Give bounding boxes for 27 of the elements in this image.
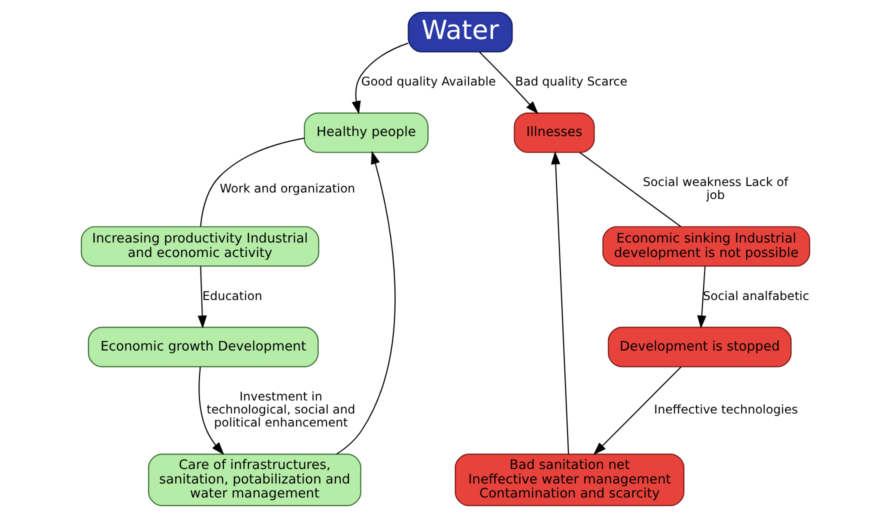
edge-label: Social analfabetic: [702, 288, 810, 303]
arrow: [352, 42, 408, 114]
arrow: [697, 266, 706, 329]
node-box: Bad sanitation net Ineffective water management Contamination and scarcity: [454, 454, 684, 506]
arrow: [336, 150, 396, 454]
node-box: Water: [408, 12, 513, 52]
connector: [200, 138, 304, 227]
connector: [579, 152, 682, 228]
node-box: Healthy people: [304, 112, 429, 153]
node-box: Increasing productivity Industrial and economic activity: [80, 226, 320, 267]
arrow: [593, 366, 682, 455]
node-box: Care of infrastructures, sanitation, potabilization and water management: [148, 454, 362, 506]
node-box: Economic growth Development: [88, 326, 319, 368]
edge-label: Education: [202, 288, 262, 303]
edge-label: Ineffective technologies: [654, 402, 798, 417]
arrow: [198, 366, 224, 456]
node-box: Illnesses: [514, 112, 595, 153]
node-box: Development is stopped: [608, 326, 792, 368]
edge-label: Investment in technological, social and political enhancement: [206, 389, 356, 430]
arrow: [479, 52, 538, 114]
node-box: Economic sinking Industrial development is not possible: [602, 226, 810, 267]
arrow: [551, 151, 570, 454]
edge-label: Bad quality Scarce: [515, 74, 628, 88]
edge-label: Good quality Available: [361, 74, 496, 88]
arrow: [198, 266, 207, 329]
edge-label: Work and organization: [220, 182, 356, 196]
edge-label: Social weakness Lack of job: [642, 175, 788, 202]
